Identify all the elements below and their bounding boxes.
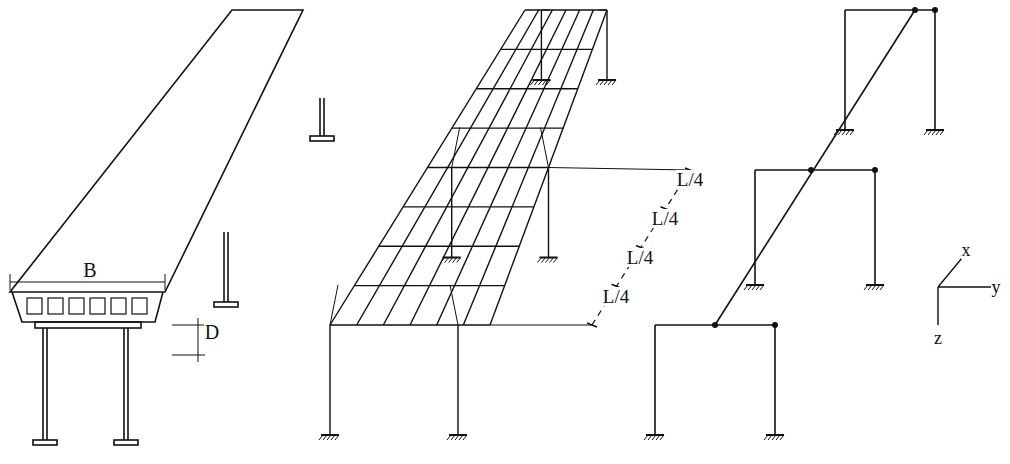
axis-label: x	[961, 241, 972, 259]
bridge-deck-sketch	[10, 10, 334, 445]
spine-frame-model	[644, 8, 944, 440]
grillage-model	[319, 10, 695, 440]
axis-triad	[938, 258, 992, 325]
span-fraction-label: L/4	[626, 248, 654, 267]
span-fraction-label: L/4	[676, 170, 704, 189]
axis-label: z	[933, 329, 943, 347]
span-fraction-label: L/4	[651, 209, 679, 228]
span-fraction-label: L/4	[602, 287, 630, 306]
axis-label: y	[991, 278, 1002, 296]
dimension-label: D	[204, 322, 220, 342]
dimension-label: B	[82, 260, 97, 280]
